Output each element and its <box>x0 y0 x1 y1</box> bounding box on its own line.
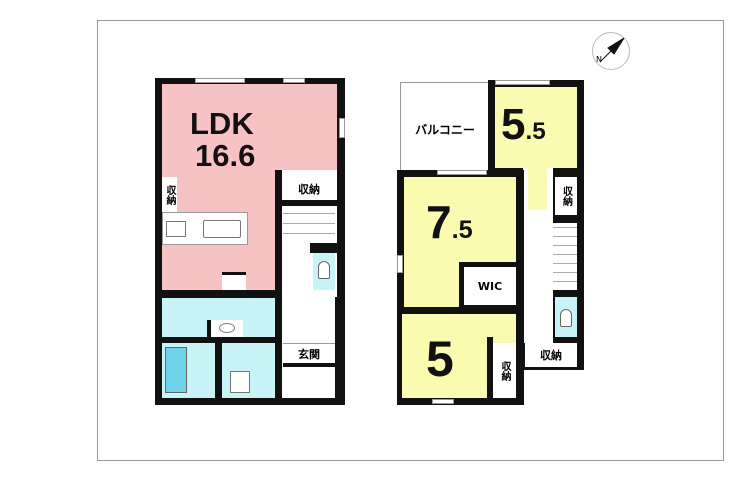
storage-bottom-2f: 収納 <box>525 343 577 367</box>
bedroom-5-5: 5.5 <box>495 87 577 168</box>
window <box>437 170 487 175</box>
basin-icon <box>219 323 235 333</box>
wall <box>310 243 337 253</box>
north-label: N <box>596 55 602 64</box>
storage-label: 収納 <box>540 349 562 362</box>
ldk-room <box>162 84 337 170</box>
toilet-2 <box>222 343 275 398</box>
toilet-icon <box>560 309 572 327</box>
window <box>195 78 245 83</box>
fridge-space <box>222 272 246 290</box>
washbasin <box>207 320 243 337</box>
toilet-icon <box>318 261 330 279</box>
storage-bedroom-5: 収納 <box>493 343 516 398</box>
stairs-2f <box>553 223 577 290</box>
window <box>432 399 454 404</box>
ldk-label: LDK <box>190 106 254 141</box>
toilet-2f <box>555 297 577 337</box>
bathtub-icon <box>165 347 187 393</box>
storage-left-1f: 収納 <box>162 177 177 213</box>
room-size: 5.5 <box>501 100 546 149</box>
window <box>283 78 305 83</box>
bedroom-5-5-passage <box>528 166 547 210</box>
wall <box>487 337 493 398</box>
wic-label: WIC <box>477 279 503 293</box>
storage-label: 収納 <box>298 182 320 196</box>
wall <box>162 337 275 343</box>
window <box>495 80 550 85</box>
wall <box>215 343 222 398</box>
kitchen-counter <box>162 212 248 245</box>
entrance-label: 玄関 <box>298 347 320 361</box>
storage-label: 収納 <box>560 186 572 206</box>
plan-frame <box>97 20 724 461</box>
entrance: 玄関 <box>283 343 335 367</box>
balcony: バルコニー <box>400 82 490 172</box>
stairs-1f <box>283 207 335 243</box>
storage-left-label: 収納 <box>164 185 175 205</box>
north-arrow-icon <box>599 37 625 63</box>
walk-in-closet: WIC <box>464 267 516 305</box>
window <box>397 255 403 273</box>
room-size: 5 <box>426 331 454 387</box>
wall <box>282 200 337 206</box>
compass: N <box>592 32 630 70</box>
storage-right-2f: 収納 <box>555 177 577 215</box>
wall <box>162 290 282 297</box>
toilet-icon <box>230 371 250 393</box>
storage-1f: 収納 <box>283 177 335 200</box>
toilet-1f <box>313 253 335 290</box>
sink-icon <box>203 220 241 238</box>
window <box>339 118 345 138</box>
stove-icon <box>166 221 186 237</box>
bathroom <box>162 343 215 398</box>
ldk-size: 16.6 <box>195 138 256 173</box>
room-size: 7.5 <box>426 196 473 248</box>
storage-label: 収納 <box>499 360 510 381</box>
balcony-label: バルコニー <box>415 123 475 137</box>
